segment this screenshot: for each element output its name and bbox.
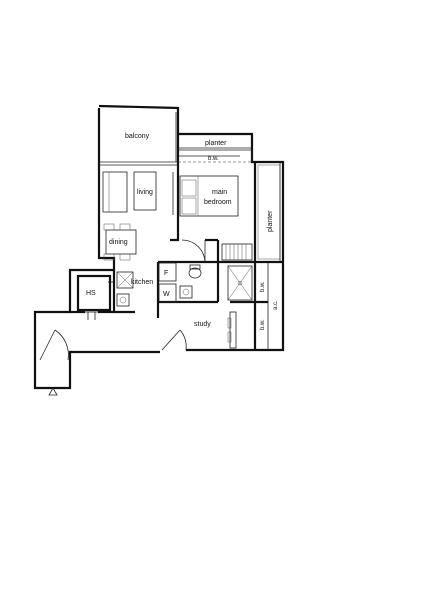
label-planter-top: planter (205, 140, 227, 147)
label-study: study (194, 321, 211, 328)
doors (39, 239, 206, 361)
living-furniture (102, 171, 174, 215)
label-bw-top: b.w. (208, 156, 219, 162)
room-labels: balcony planter b.w. living main bedroom… (86, 133, 279, 330)
sofa (102, 171, 128, 213)
washer (158, 283, 177, 303)
label-balcony: balcony (125, 133, 150, 140)
label-living: living (137, 189, 153, 196)
label-bw-right-lower: b.w. (260, 319, 266, 330)
dining-furniture (103, 223, 137, 261)
kitchen-fixtures (108, 271, 134, 307)
fridge (158, 262, 177, 282)
label-main-bedroom-2: bedroom (204, 199, 232, 206)
bathroom-fixtures (179, 264, 253, 301)
label-bw-right-upper: b.w. (260, 281, 266, 292)
balcony-area (175, 112, 281, 262)
sink (116, 293, 130, 307)
label-main-bedroom-1: main (212, 189, 227, 196)
bedroom-furniture (179, 175, 253, 261)
shower (227, 265, 253, 301)
interior-walls (70, 134, 283, 350)
entrance-marker (48, 387, 58, 396)
wardrobe (221, 243, 253, 261)
study-furniture (227, 311, 237, 349)
appliances (158, 262, 177, 303)
label-washer: W (163, 291, 170, 298)
label-planter-side: planter (267, 210, 274, 232)
coffee-table (133, 171, 157, 211)
label-hs: HS (86, 290, 96, 297)
bed (179, 175, 239, 217)
label-fridge: F (164, 270, 168, 277)
label-dining: dining (109, 239, 128, 246)
household-shelter (76, 274, 112, 312)
toilet (188, 267, 202, 279)
label-ac: a.c. (273, 300, 279, 310)
label-kitchen: kitchen (131, 279, 153, 286)
basin (179, 285, 193, 299)
